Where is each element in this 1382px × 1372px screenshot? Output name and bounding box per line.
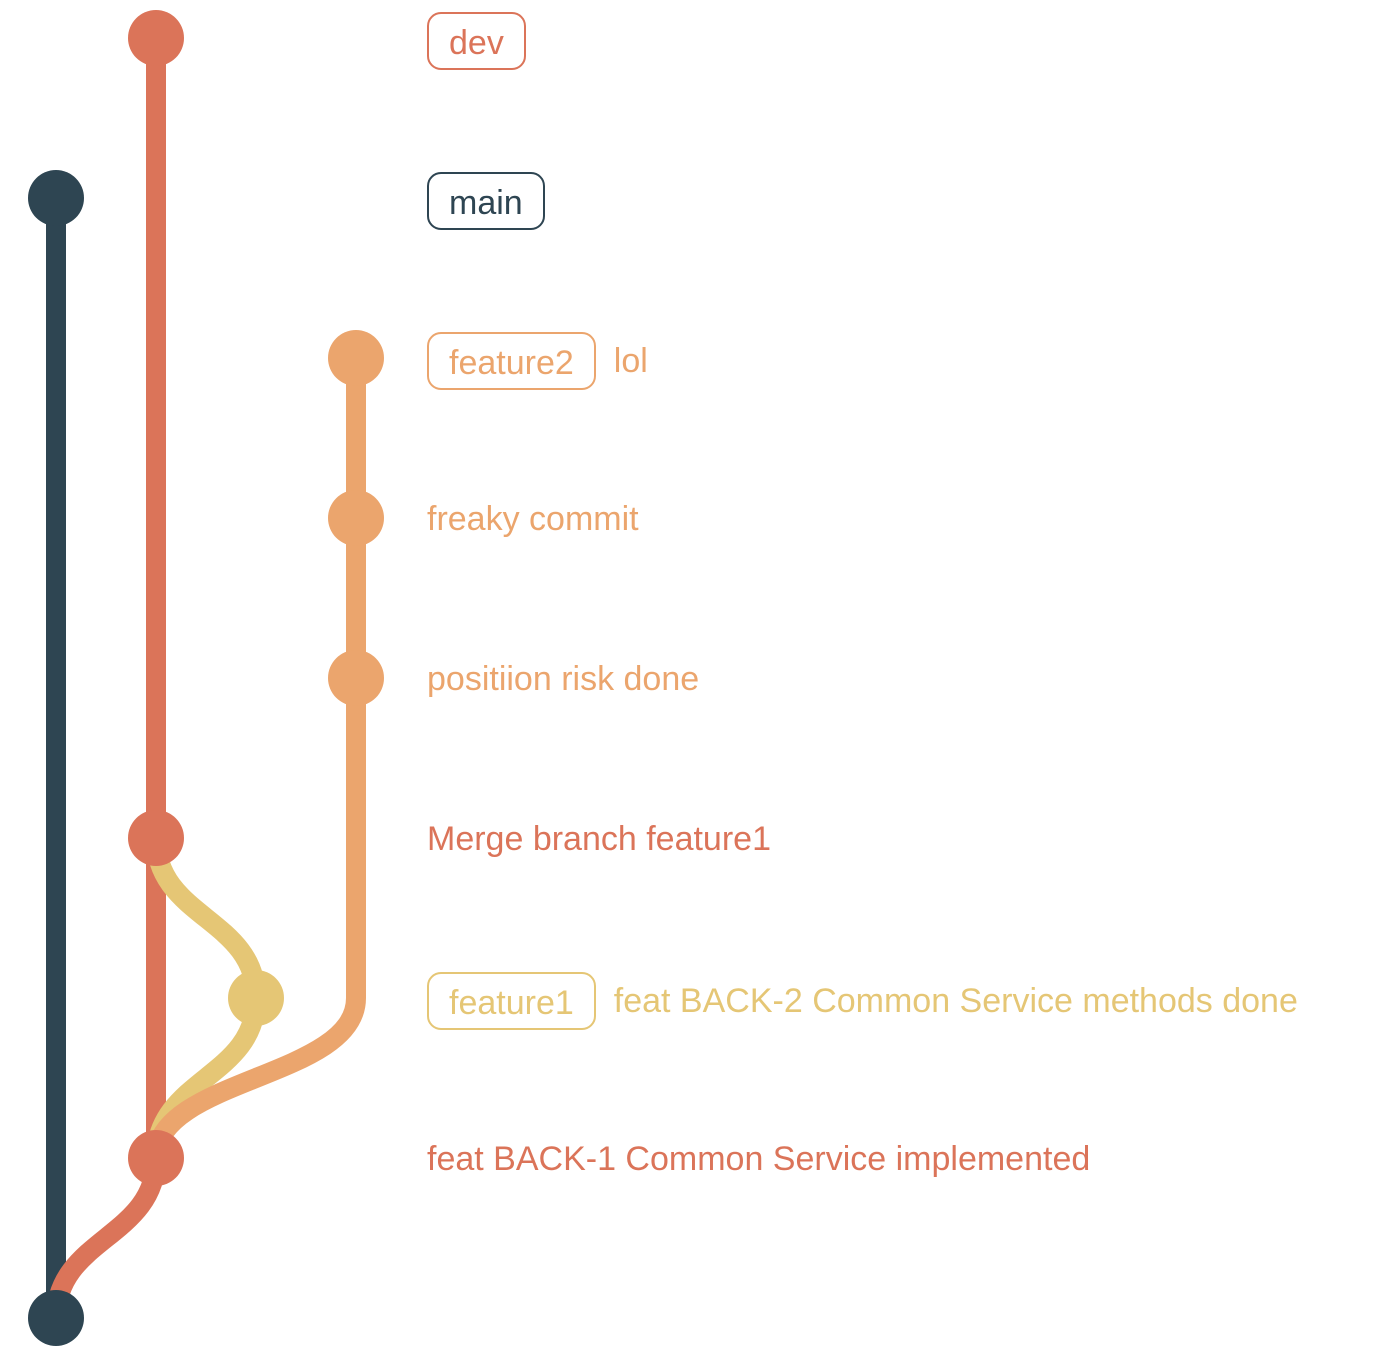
commit-row-feature2-head[interactable]: feature2 lol: [427, 330, 648, 392]
commit-row-freaky-commit[interactable]: freaky commit: [427, 488, 639, 550]
branch-tag-feature1[interactable]: feature1: [427, 972, 596, 1030]
feature2-branch-line: [146, 348, 366, 1168]
commit-row-position-risk[interactable]: positiion risk done: [427, 648, 699, 710]
dev-fork-curve: [46, 1148, 166, 1328]
commit-row-merge-feature1[interactable]: Merge branch feature1: [427, 808, 771, 870]
commit-dot-dev-head[interactable]: [128, 10, 184, 66]
commit-dot-feature1-head[interactable]: [228, 970, 284, 1026]
commit-dot-back1[interactable]: [128, 1130, 184, 1186]
branch-tag-feature2[interactable]: feature2: [427, 332, 596, 390]
commit-message: feat BACK-2 Common Service methods done: [613, 982, 1298, 1020]
commit-row-feature1-head[interactable]: feature1 feat BACK-2 Common Service meth…: [427, 970, 1298, 1032]
commit-dot-feature2-head[interactable]: [328, 330, 384, 386]
commit-dot-merge-feature1[interactable]: [128, 810, 184, 866]
commit-message: freaky commit: [427, 500, 639, 538]
commit-message: positiion risk done: [427, 660, 700, 698]
commit-message: lol: [613, 342, 648, 380]
commit-message: Merge branch feature1: [427, 820, 771, 858]
commit-dot-root[interactable]: [28, 1290, 84, 1346]
feature1-merge-curve: [146, 828, 266, 1008]
commit-dot-freaky-commit[interactable]: [328, 490, 384, 546]
commit-dot-main-head[interactable]: [28, 170, 84, 226]
commit-row-back1[interactable]: feat BACK-1 Common Service implemented: [427, 1128, 1090, 1190]
commit-row-dev-head[interactable]: dev: [427, 10, 544, 72]
commit-message: feat BACK-1 Common Service implemented: [427, 1140, 1091, 1178]
commit-dot-position-risk[interactable]: [328, 650, 384, 706]
commit-row-main-head[interactable]: main: [427, 170, 563, 232]
branch-tag-dev[interactable]: dev: [427, 12, 526, 70]
branch-tag-main[interactable]: main: [427, 172, 545, 230]
